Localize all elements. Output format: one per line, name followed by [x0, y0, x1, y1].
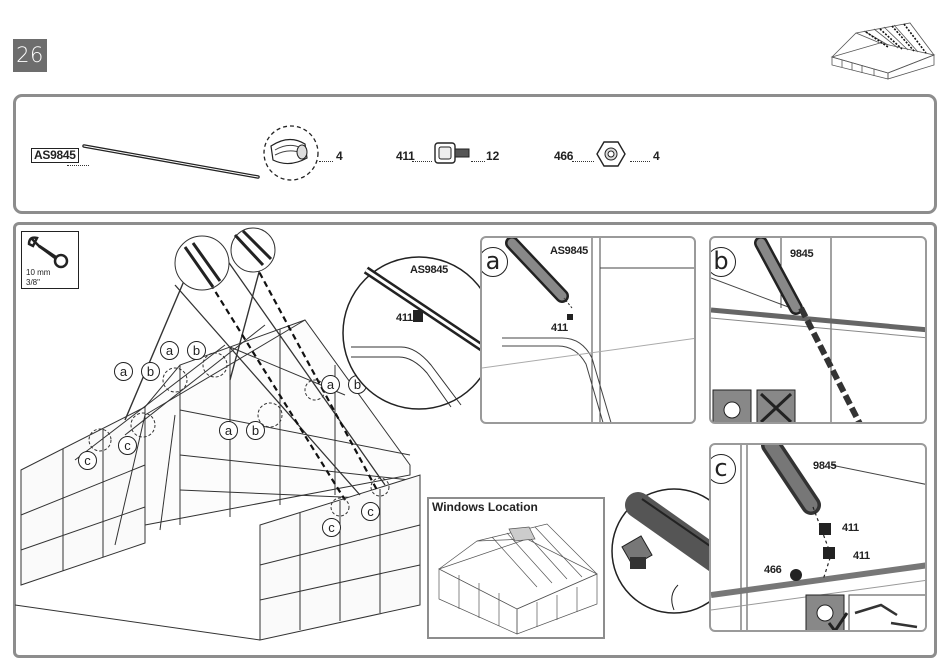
qty-as9845: 4	[336, 149, 343, 163]
detail-c-panel: c 9845 411 411 466	[709, 443, 927, 632]
marker-c: c	[322, 518, 341, 537]
zoom-detail-circle	[341, 255, 501, 415]
detail-c-nut: 466	[764, 564, 781, 576]
detail-c-bolt-2: 411	[853, 550, 870, 562]
part-code-466: 466	[554, 149, 573, 163]
profile-bar-icon	[82, 143, 262, 183]
marker-b: b	[187, 341, 206, 360]
parts-panel: AS9845 4 411 12 466 4	[13, 94, 937, 214]
marker-b: b	[141, 362, 160, 381]
marker-c: c	[361, 502, 380, 521]
qty-466: 4	[653, 149, 660, 163]
qty-411: 12	[486, 149, 499, 163]
marker-c: c	[78, 451, 97, 470]
marker-a: a	[160, 341, 179, 360]
detail-c-profile: 9845	[813, 460, 836, 472]
zoom-bolt-label: 411	[396, 312, 413, 324]
marker-a: a	[114, 362, 133, 381]
detail-a-bolt: 411	[551, 322, 568, 334]
zoom-profile-label: AS9845	[410, 264, 448, 276]
greenhouse-thumbnail	[828, 15, 938, 80]
windows-location-inset: Windows Location	[427, 497, 605, 639]
windows-location-title: Windows Location	[432, 500, 538, 514]
part-code-as9845: AS9845	[31, 148, 79, 163]
detail-b-panel: b 9845	[709, 236, 927, 424]
detail-a-panel: a AS9845 411	[480, 236, 696, 424]
marker-a: a	[219, 421, 238, 440]
profile-section-icon	[263, 124, 323, 184]
bolt-411-icon	[433, 139, 473, 171]
detail-c-bolt-1: 411	[842, 522, 859, 534]
marker-b: b	[246, 421, 265, 440]
marker-a: a	[321, 375, 340, 394]
nut-466-icon	[596, 139, 628, 169]
detail-b-profile: 9845	[790, 248, 813, 260]
detail-a-profile: AS9845	[550, 245, 588, 257]
step-number: 26	[13, 39, 47, 72]
marker-c: c	[118, 436, 137, 455]
